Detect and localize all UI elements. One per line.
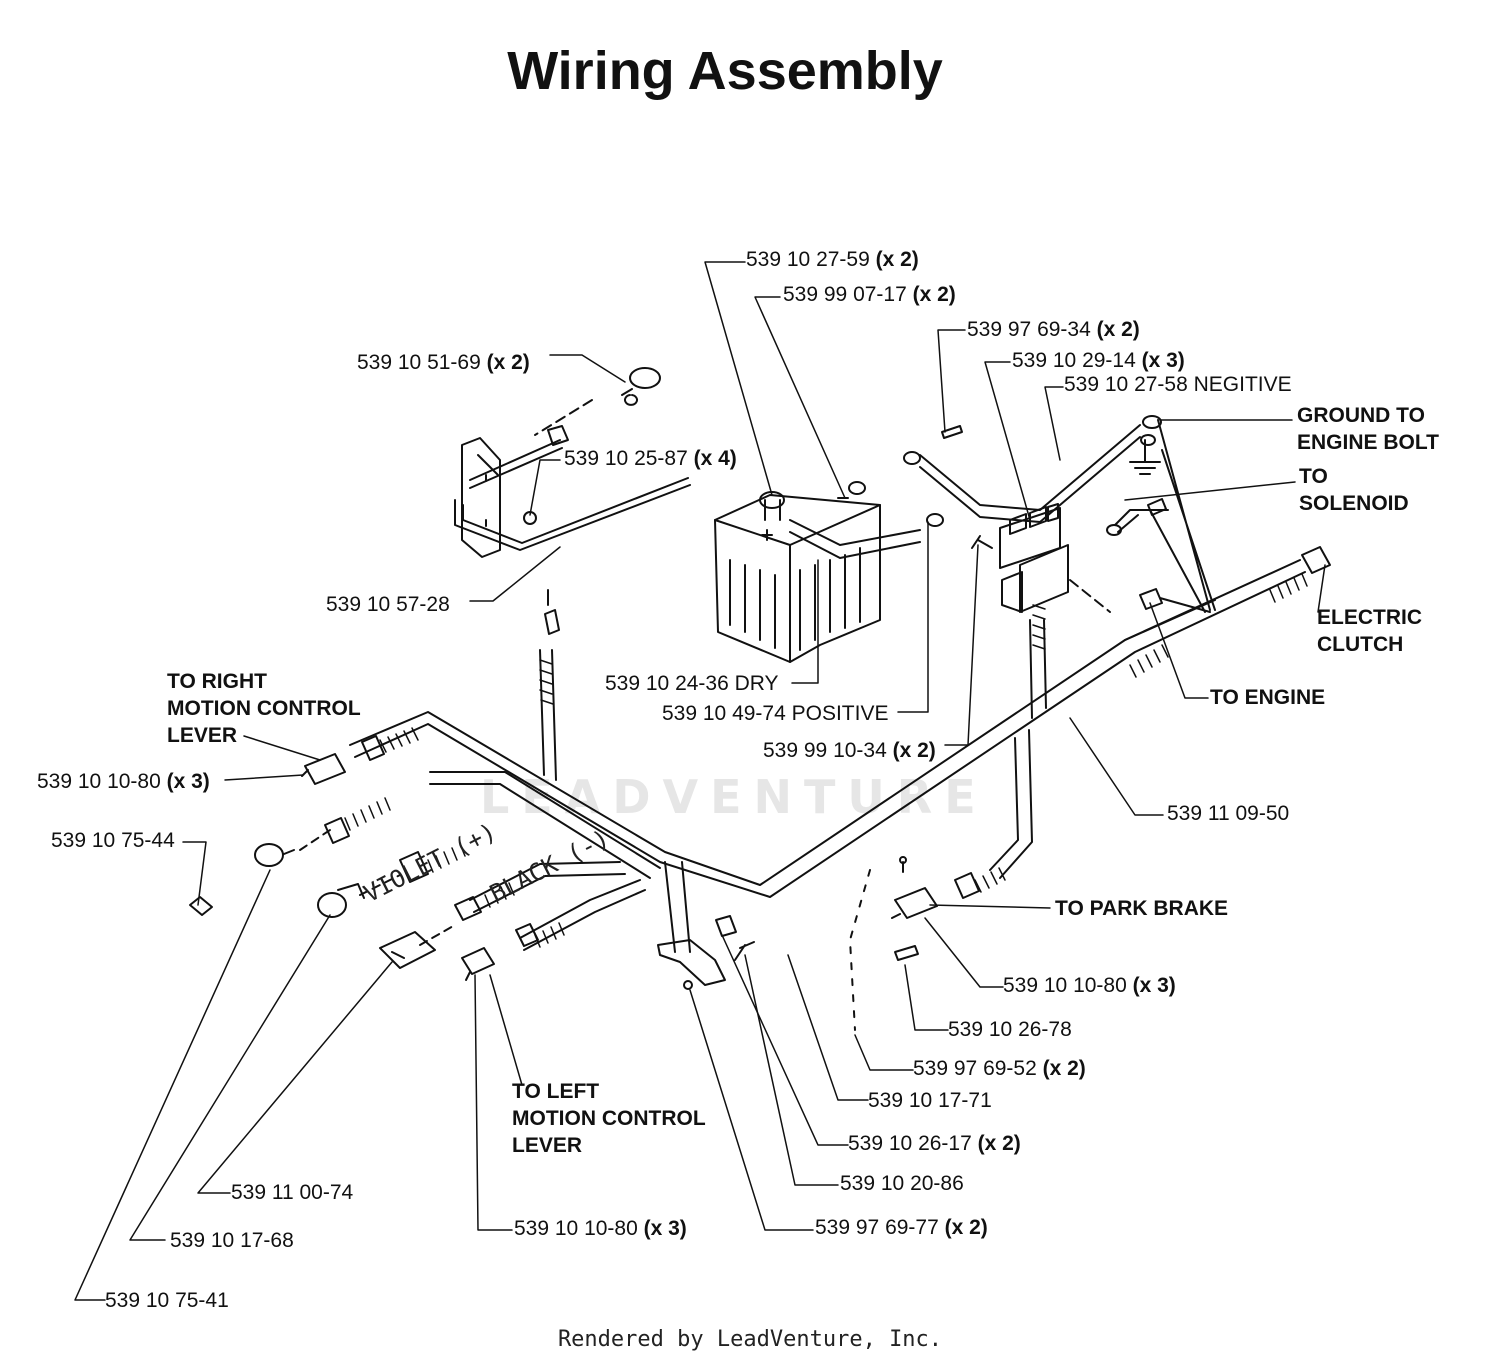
part-label: 539 10 24-36 DRY [605,672,779,695]
part-label: 539 97 69-77 (x 2) [815,1216,988,1239]
part-label: 539 10 75-41 [105,1289,229,1312]
callout-ground: GROUND TO ENGINE BOLT [1297,404,1439,454]
battery-cables [789,415,1162,559]
main-harness [349,559,1306,953]
part-label: 539 11 00-74 [231,1181,354,1204]
part-label: 539 10 17-71 [868,1089,992,1112]
callout-solenoid: TO SOLENOID [1299,465,1409,515]
seat-switch-bracket [657,915,755,990]
callout-left-lever: TO LEFT MOTION CONTROL LEVER [512,1080,706,1157]
part-label: 539 10 51-69 (x 2) [357,351,530,374]
part-label: 539 10 10-80 (x 3) [514,1217,687,1240]
part-label: 539 10 26-78 [948,1018,1072,1041]
callout-park-brake: TO PARK BRAKE [1055,897,1229,920]
part-label: 539 10 10-80 (x 3) [37,770,210,793]
part-label: 539 10 57-28 [326,593,450,616]
part-label: 539 10 27-59 (x 2) [746,248,919,271]
bracket-assembly [454,367,691,558]
part-label: 539 10 26-17 (x 2) [848,1132,1021,1155]
part-label: 539 10 25-87 (x 4) [564,447,737,470]
callout-electric-clutch: ELECTRIC CLUTCH [1317,606,1422,656]
battery-drawing [714,481,881,663]
footer-credit: Rendered by LeadVenture, Inc. [557,1327,943,1352]
ground-terminals [1106,419,1331,613]
part-label: 539 10 20-86 [840,1172,964,1195]
part-label: 539 97 69-52 (x 2) [913,1057,1086,1080]
part-label: 539 99 07-17 (x 2) [783,283,956,306]
part-label: 539 10 27-58 NEGITIVE [1064,373,1292,396]
relay-block [999,503,1111,613]
part-label: 539 10 17-68 [170,1229,294,1252]
part-label: 539 10 29-14 (x 3) [1012,349,1185,372]
leader-lines [74,261,1326,1301]
part-label: 539 99 10-34 (x 2) [763,739,936,762]
callout-right-lever: TO RIGHT MOTION CONTROL LEVER [167,670,361,747]
part-label: 539 10 10-80 (x 3) [1003,974,1176,997]
part-label: 539 10 49-74 POSITIVE [662,702,889,725]
connectors-left [189,589,560,981]
part-label: 539 11 09-50 [1167,802,1290,825]
part-label: 539 97 69-34 (x 2) [967,318,1140,341]
part-label: 539 10 75-44 [51,829,175,852]
callout-to-engine: TO ENGINE [1210,686,1326,709]
park-brake-switch [849,856,980,1031]
diagram-title: Wiring Assembly [507,41,943,101]
